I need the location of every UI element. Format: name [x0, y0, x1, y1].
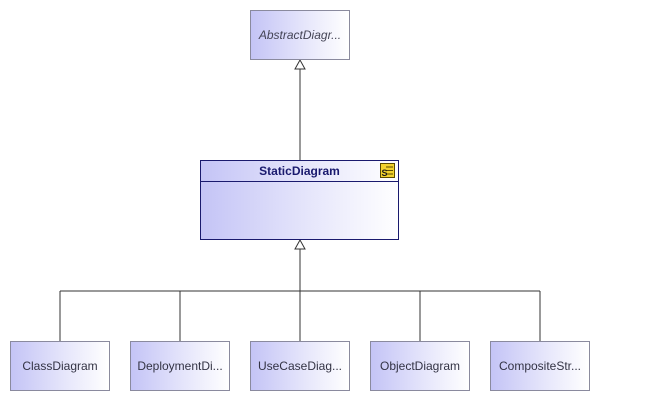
class-header: StaticDiagram S: [201, 161, 398, 182]
abstract-diagram-class[interactable]: AbstractDiagr...: [250, 10, 350, 60]
inheritance-arrowhead-bottom: [294, 238, 306, 250]
class-body: [201, 182, 398, 240]
use-case-diagram-class[interactable]: UseCaseDiag...: [250, 341, 350, 391]
object-diagram-class[interactable]: ObjectDiagram: [370, 341, 470, 391]
inheritance-arrowhead-top: [294, 58, 306, 70]
class-diagram-class[interactable]: ClassDiagram: [10, 341, 110, 391]
deployment-diagram-class[interactable]: DeploymentDi...: [130, 341, 230, 391]
static-stereotype-icon: S: [380, 163, 395, 178]
class-title: StaticDiagram: [259, 164, 340, 178]
svg-text:S: S: [382, 168, 388, 178]
static-diagram-class[interactable]: StaticDiagram S: [200, 160, 399, 240]
composite-structure-diagram-class[interactable]: CompositeStr...: [490, 341, 590, 391]
